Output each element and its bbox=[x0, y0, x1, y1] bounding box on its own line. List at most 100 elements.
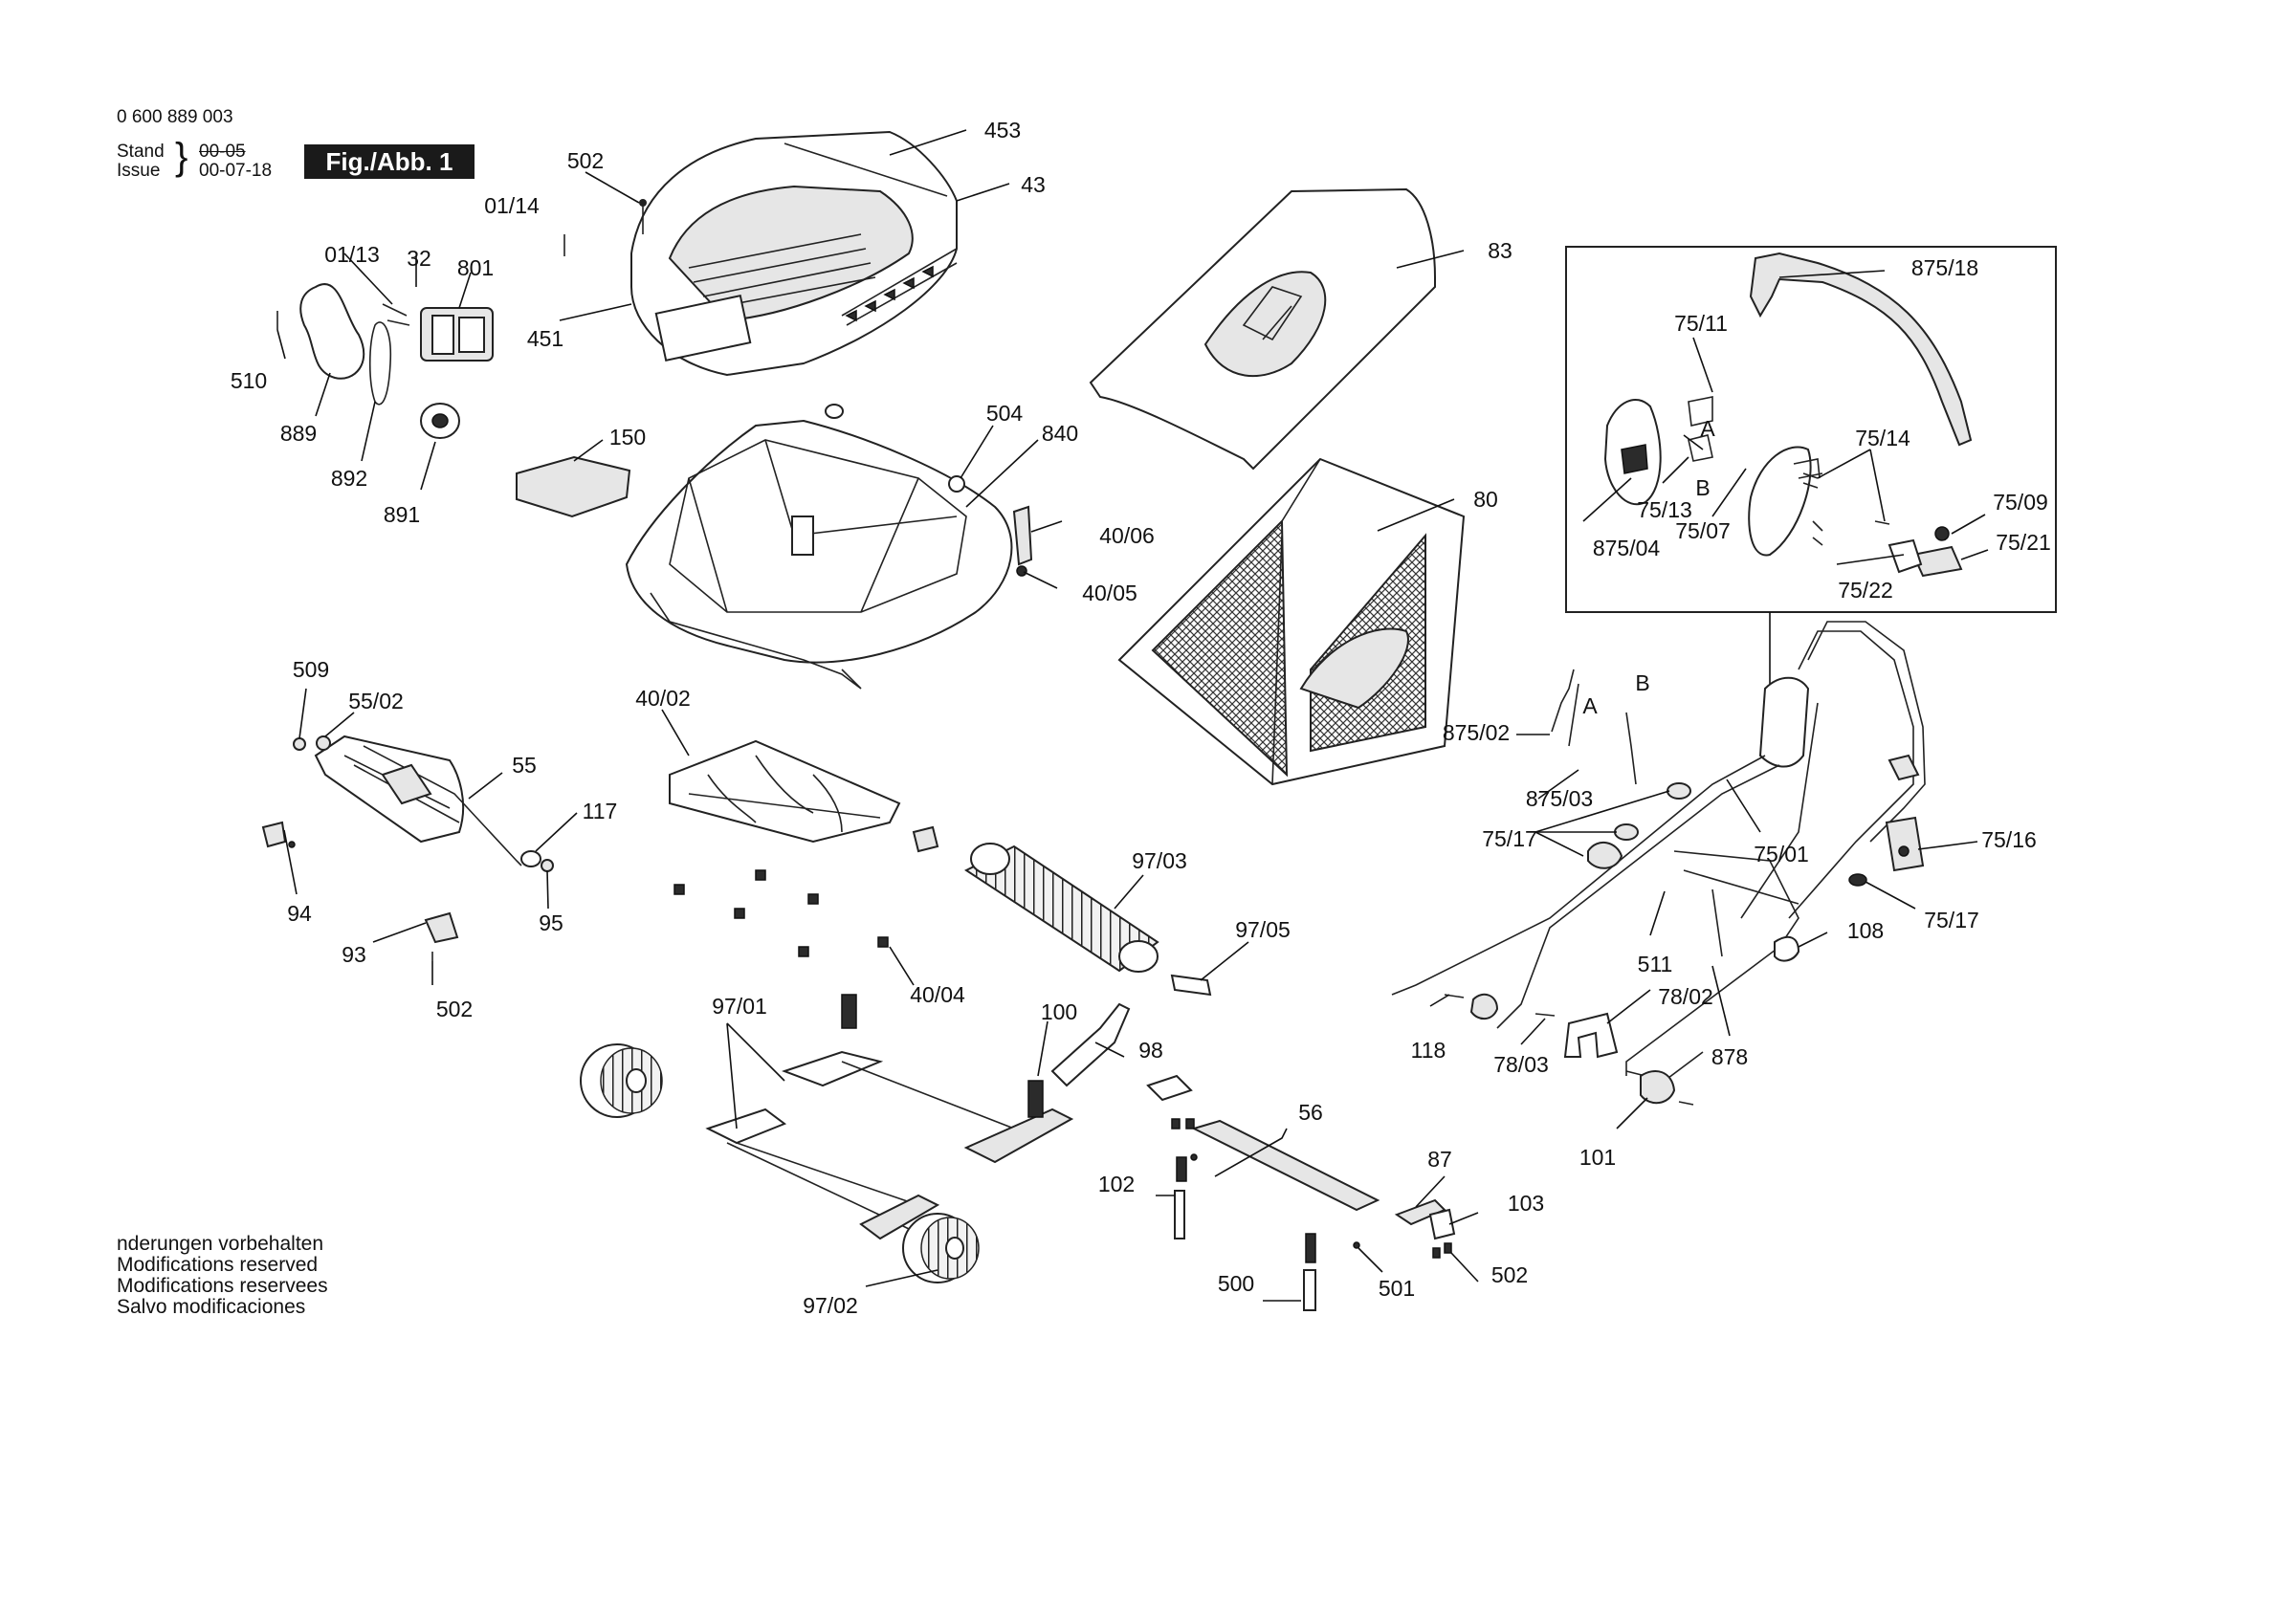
callout-55: 55 bbox=[512, 753, 537, 778]
callout-97-05: 97/05 bbox=[1235, 917, 1291, 942]
callout-55-02: 55/02 bbox=[348, 689, 404, 713]
grass-box-part bbox=[1117, 457, 1466, 786]
issue-label: Issue bbox=[117, 161, 161, 181]
callout-891: 891 bbox=[383, 502, 421, 527]
motor-assembly-part bbox=[382, 303, 494, 362]
bracket-87 bbox=[1394, 1198, 1446, 1226]
screw-101 bbox=[1678, 1101, 1694, 1106]
callout-108: 108 bbox=[1846, 918, 1885, 943]
callout-94: 94 bbox=[287, 901, 312, 926]
callout-01-13: 01/13 bbox=[324, 242, 380, 267]
washer-top-housing bbox=[825, 404, 844, 419]
pin-near-56 bbox=[1190, 1153, 1198, 1161]
callout-75-16: 75/16 bbox=[1981, 827, 2037, 852]
screws-4004 bbox=[673, 869, 889, 957]
switch-cover-right bbox=[1748, 446, 1812, 557]
callout-101: 101 bbox=[1578, 1145, 1617, 1170]
callout-501: 501 bbox=[1378, 1276, 1416, 1301]
callout-117: 117 bbox=[582, 799, 618, 823]
clip-103 bbox=[1428, 1208, 1456, 1240]
callout-75-11: 75/11 bbox=[1674, 311, 1728, 336]
callout-75-14: 75/14 bbox=[1855, 426, 1910, 450]
clamp-101 bbox=[1640, 1070, 1676, 1105]
callout-801: 801 bbox=[456, 255, 495, 280]
leader-lines bbox=[276, 129, 1989, 1302]
clip-7517-b bbox=[1614, 823, 1639, 841]
callout-75-13: 75/13 bbox=[1637, 497, 1692, 522]
clip-7517-right bbox=[1848, 873, 1867, 887]
callout-83: 83 bbox=[1488, 238, 1512, 263]
callout-40-06: 40/06 bbox=[1099, 523, 1155, 548]
brace-glyph: } bbox=[175, 136, 188, 178]
callout-510: 510 bbox=[230, 368, 268, 393]
bolt-500 bbox=[1303, 1269, 1316, 1311]
callout-118: 118 bbox=[1410, 1038, 1446, 1063]
wheel-rear bbox=[580, 1043, 663, 1118]
callout-875-03: 875/03 bbox=[1525, 786, 1594, 811]
callout-78-02: 78/02 bbox=[1658, 984, 1713, 1009]
callout-97-02: 97/02 bbox=[803, 1293, 858, 1318]
stand-value: 00-05 bbox=[199, 142, 246, 162]
plug-7521 bbox=[1911, 545, 1963, 578]
pin-501 bbox=[1353, 1241, 1360, 1249]
bar-56 bbox=[1191, 1119, 1380, 1212]
callout-878: 878 bbox=[1711, 1044, 1749, 1069]
spring-4006 bbox=[1012, 505, 1033, 566]
handle-875-18 bbox=[1749, 252, 1973, 447]
callout-453: 453 bbox=[983, 118, 1022, 143]
cable-87503 bbox=[1625, 712, 1637, 785]
callout-509: 509 bbox=[292, 657, 330, 682]
callout-40-02: 40/02 bbox=[635, 686, 691, 711]
callout-100: 100 bbox=[1040, 999, 1078, 1024]
cutter-blade-part bbox=[669, 739, 939, 853]
callout-502-top: 502 bbox=[566, 148, 605, 173]
pulley-hub-icon bbox=[431, 413, 449, 428]
lid-part bbox=[1089, 187, 1436, 471]
callout-40-05: 40/05 bbox=[1082, 581, 1137, 605]
clip-7517-a bbox=[1667, 782, 1691, 800]
bracket-94 bbox=[261, 821, 287, 848]
callout-75-01: 75/01 bbox=[1754, 842, 1809, 866]
part-number: 0 600 889 003 bbox=[117, 107, 233, 127]
spring-500 bbox=[1305, 1233, 1316, 1263]
callout-cable-b: B bbox=[1635, 670, 1650, 695]
callout-cable-a: A bbox=[1582, 693, 1598, 718]
cap-108 bbox=[1774, 935, 1800, 962]
lever-98 bbox=[1050, 1002, 1131, 1087]
hole-icon bbox=[1898, 845, 1910, 857]
callout-75-17-right: 75/17 bbox=[1924, 908, 1979, 932]
hood-cover-part bbox=[630, 130, 958, 377]
callout-87: 87 bbox=[1427, 1147, 1452, 1172]
callout-75-09: 75/09 bbox=[1993, 490, 2048, 515]
linkage-55-part bbox=[314, 735, 522, 866]
callout-150: 150 bbox=[608, 425, 647, 450]
callout-511: 511 bbox=[1637, 952, 1673, 976]
callout-95: 95 bbox=[539, 910, 563, 935]
roller-part bbox=[963, 843, 1159, 973]
belt-892 bbox=[368, 321, 392, 406]
callout-97-03: 97/03 bbox=[1132, 848, 1187, 873]
note-line-3: Modifications reservees bbox=[117, 1275, 328, 1297]
callout-75-21: 75/21 bbox=[1996, 530, 2051, 555]
bushing-117 bbox=[520, 850, 541, 867]
nut-94-icon bbox=[288, 841, 296, 848]
nut-95 bbox=[541, 859, 554, 872]
callout-75-17-left: 75/17 bbox=[1482, 826, 1537, 851]
screws-502-right bbox=[1432, 1242, 1452, 1259]
handle-assembly-part bbox=[1391, 621, 1926, 1082]
callout-80: 80 bbox=[1473, 487, 1498, 512]
callout-inset-a: A bbox=[1700, 416, 1715, 441]
frame-part bbox=[705, 994, 1074, 1240]
nut-509 bbox=[293, 737, 306, 751]
cable-87502 bbox=[1551, 669, 1579, 747]
callout-56: 56 bbox=[1298, 1100, 1323, 1125]
callout-32: 32 bbox=[407, 246, 431, 271]
note-line-1: nderungen vorbehalten bbox=[117, 1233, 324, 1255]
callout-40-04: 40/04 bbox=[910, 982, 965, 1007]
housing-part bbox=[625, 419, 1013, 690]
callout-43: 43 bbox=[1021, 172, 1046, 197]
bolt-9705 bbox=[1170, 974, 1212, 997]
callout-875-04: 875/04 bbox=[1592, 536, 1661, 560]
